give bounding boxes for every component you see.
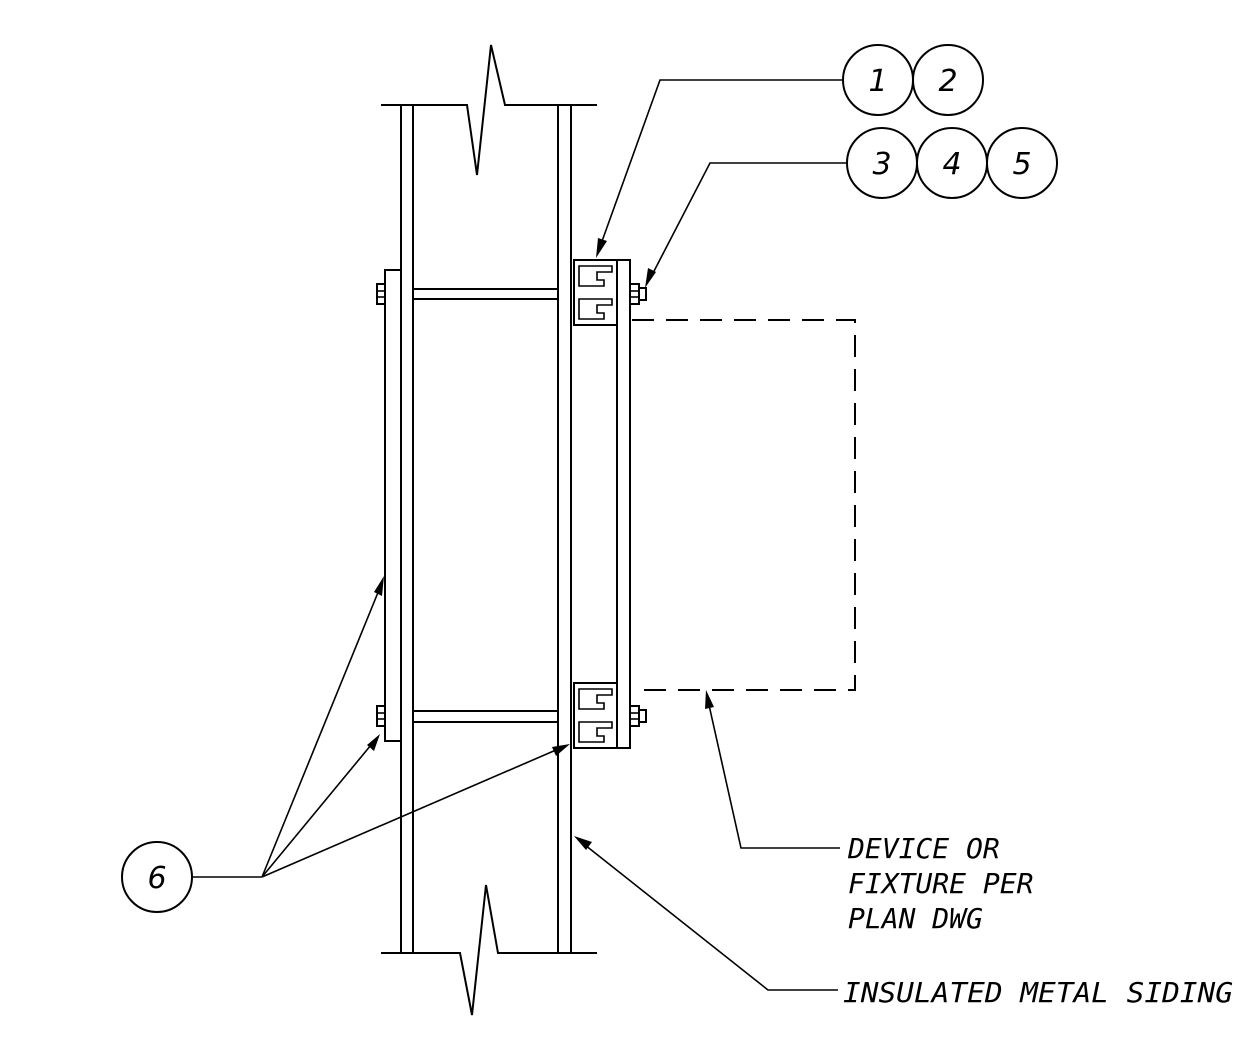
- callout-bubble-5: 5: [986, 127, 1058, 199]
- exterior-nut-bottom: [629, 705, 647, 727]
- device-note-line-3: PLAN DWG: [848, 902, 983, 935]
- siding-panel: [400, 105, 572, 953]
- arrowhead-siding: [574, 836, 592, 850]
- callout-bubble-2: 2: [912, 44, 984, 116]
- svg-text:5: 5: [1012, 147, 1031, 182]
- arrowhead-6-nut: [367, 734, 380, 751]
- strut-channel-bottom: [573, 682, 618, 749]
- leader-1-2: [600, 79, 843, 245]
- device-note-line-2: FIXTURE PER: [848, 867, 1033, 900]
- device-outline-dashed: [632, 319, 856, 691]
- interior-nut-top: [376, 283, 386, 305]
- device-note: DEVICE OR FIXTURE PER PLAN DWG: [847, 832, 1033, 935]
- leader-3-4-5: [651, 162, 847, 276]
- interior-backing-plate: [384, 269, 402, 742]
- arrowhead-6-channel: [552, 744, 570, 756]
- arrowhead-device: [705, 690, 714, 709]
- leader-device: [708, 704, 840, 849]
- callout-bubble-3: 3: [846, 127, 918, 199]
- strut-channel-top: [573, 259, 618, 326]
- exterior-mounting-plate: [616, 259, 631, 749]
- interior-nut-bottom: [376, 705, 386, 727]
- bottom-break-line: [381, 884, 597, 1016]
- svg-text:3: 3: [872, 147, 891, 182]
- leader-6: [192, 589, 557, 878]
- siding-note: INSULATED METAL SIDING: [843, 976, 1233, 1009]
- svg-text:4: 4: [942, 147, 961, 182]
- svg-text:2: 2: [938, 64, 957, 99]
- device-note-line-1: DEVICE OR: [847, 832, 1000, 865]
- arrowhead-6-plate: [374, 576, 384, 596]
- svg-text:1: 1: [868, 64, 887, 99]
- exterior-nut-top: [629, 283, 647, 305]
- arrowhead-3-4-5: [645, 268, 656, 288]
- through-rod-top: [413, 288, 558, 300]
- arrowhead-1-2: [596, 238, 607, 258]
- svg-text:6: 6: [147, 861, 166, 896]
- callout-bubble-1: 1: [842, 44, 914, 116]
- top-break-line: [381, 44, 597, 176]
- through-rod-bottom: [413, 710, 558, 723]
- leader-siding: [584, 844, 838, 991]
- callout-bubble-6: 6: [121, 841, 193, 913]
- callout-bubble-4: 4: [916, 127, 988, 199]
